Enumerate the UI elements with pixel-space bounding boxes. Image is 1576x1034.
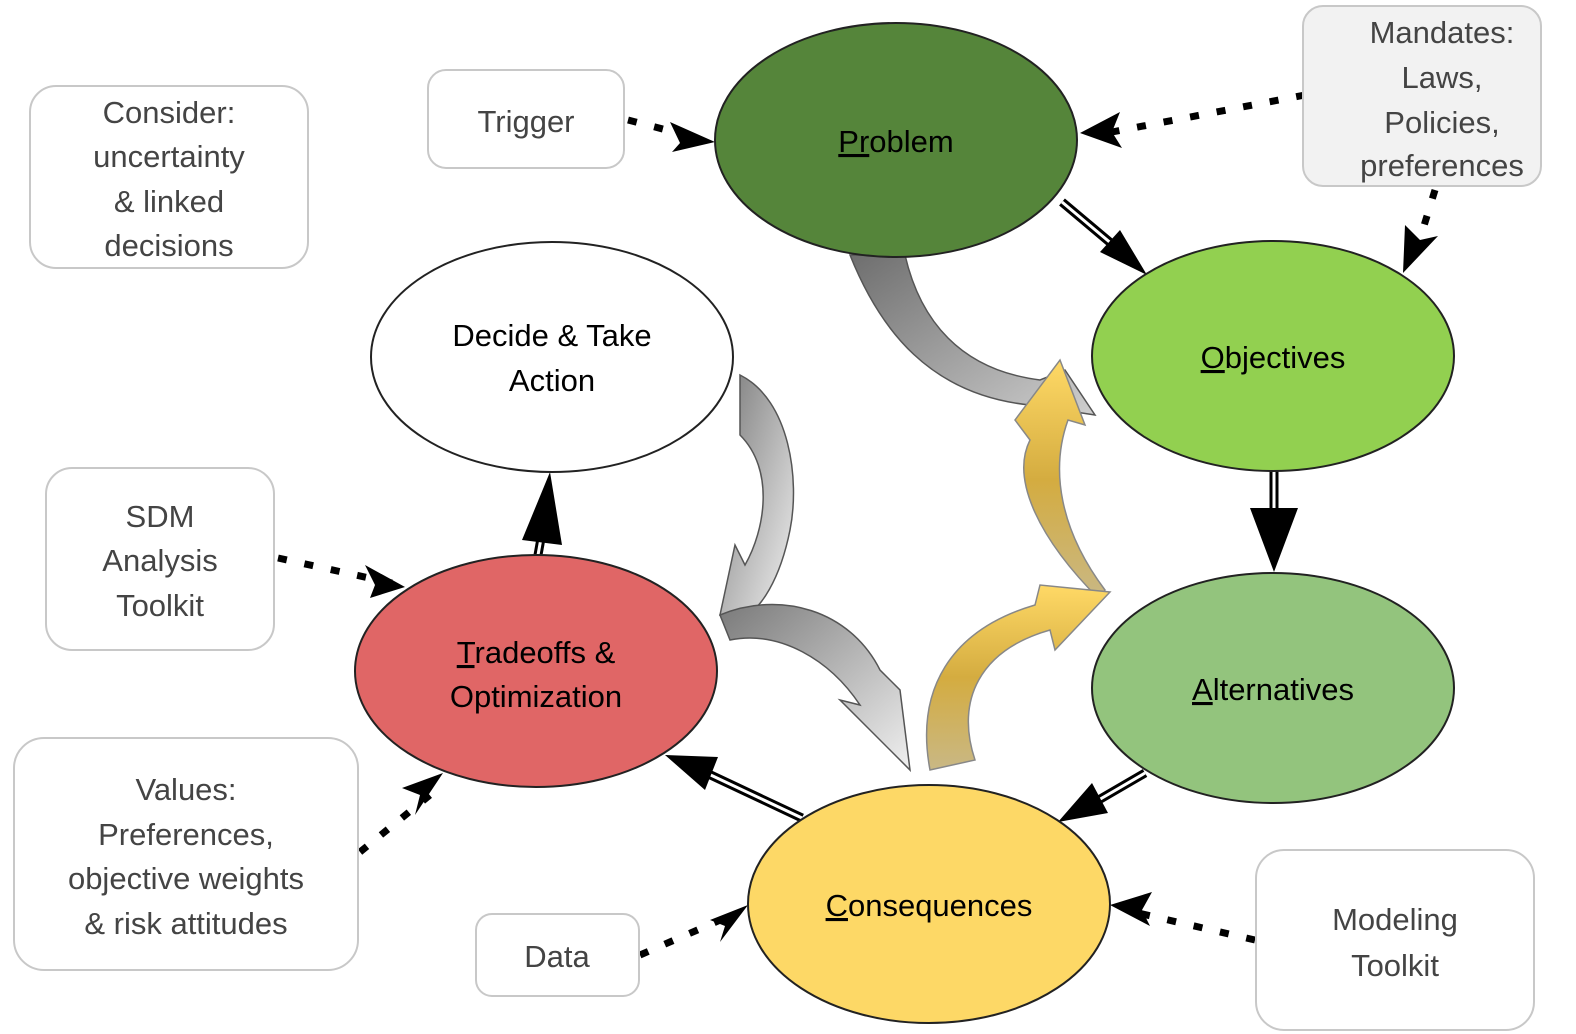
- node-problem: Problem: [714, 22, 1078, 258]
- dotted-arrow-mandates-problem: [1111, 91, 1306, 136]
- node-objectives: Objectives: [1091, 240, 1455, 472]
- box-data-line: Data: [524, 939, 590, 974]
- dotted-arrow-data: [638, 914, 727, 959]
- box-data: Data: [475, 913, 640, 997]
- node-problem-initial: Pr: [838, 124, 869, 159]
- box-consider-line: & linked: [114, 184, 224, 219]
- dotted-arrow-sdm: [277, 554, 393, 587]
- box-modeling-line: Toolkit: [1351, 948, 1439, 983]
- box-mandates-line: Laws,: [1402, 60, 1483, 95]
- box-mandates: Mandates: Laws, Policies, preferences: [1302, 5, 1542, 187]
- node-alternatives-initial: A: [1192, 672, 1213, 707]
- box-consider: Consider: uncertainty & linked decisions: [29, 85, 309, 269]
- node-problem-rest: oblem: [869, 124, 953, 159]
- center-gray-arrow-bottom: [719, 603, 912, 773]
- flow-consequences-to-tradeoffs: [665, 755, 804, 823]
- node-consequences-rest: onsequences: [848, 888, 1032, 923]
- flow-problem-to-objectives: [1059, 198, 1147, 275]
- node-tradeoffs-label: Tradeoffs &: [457, 635, 616, 670]
- box-values: Values: Preferences, objective weights &…: [13, 737, 359, 971]
- node-objectives-rest: bjectives: [1225, 340, 1346, 375]
- node-objectives-initial: O: [1201, 340, 1225, 375]
- box-values-line: Values:: [135, 772, 236, 807]
- box-values-line: & risk attitudes: [84, 906, 287, 941]
- node-consequences: Consequences: [747, 784, 1111, 1024]
- node-problem-label: Problem: [838, 124, 953, 159]
- box-modeling-line: Modeling: [1332, 902, 1458, 937]
- box-mandates-line: Policies,: [1384, 105, 1499, 140]
- box-mandates-line: Mandates:: [1370, 15, 1515, 50]
- flow-objectives-to-alternatives: [1250, 470, 1298, 572]
- center-yellow-arrow-lower: [925, 584, 1112, 771]
- box-values-line: objective weights: [68, 861, 304, 896]
- node-decide-line2: Action: [509, 363, 595, 398]
- flow-tradeoffs-to-decide: [522, 472, 562, 556]
- center-gray-arrow-top: [848, 254, 1097, 417]
- dotted-arrowheads: [365, 112, 1438, 942]
- node-tradeoffs-initial: T: [457, 635, 476, 670]
- box-sdm-line: SDM: [126, 499, 195, 534]
- node-tradeoffs-line2: Optimization: [450, 679, 622, 714]
- box-trigger: Trigger: [427, 69, 625, 169]
- box-mandates-line: preferences: [1360, 148, 1524, 183]
- box-trigger-line: Trigger: [477, 104, 574, 139]
- dotted-arrow-modeling: [1124, 906, 1256, 944]
- node-objectives-label: Objectives: [1201, 340, 1346, 375]
- center-yellow-arrow-upper: [1014, 358, 1106, 602]
- node-tradeoffs: Tradeoffs & Optimization: [354, 554, 718, 788]
- node-alternatives: Alternatives: [1091, 572, 1455, 804]
- node-decide: Decide & Take Action: [370, 241, 734, 473]
- node-alternatives-label: Alternatives: [1192, 672, 1354, 707]
- box-modeling: Modeling Toolkit: [1255, 849, 1535, 1031]
- box-sdm-line: Analysis: [102, 543, 217, 578]
- center-gray-arrow-right: [719, 373, 795, 616]
- box-values-line: Preferences,: [98, 817, 274, 852]
- node-decide-line1: Decide & Take: [452, 318, 651, 353]
- node-tradeoffs-rest: radeoffs &: [475, 635, 616, 670]
- box-consider-line: Consider:: [103, 95, 236, 130]
- node-alternatives-rest: lternatives: [1213, 672, 1354, 707]
- node-consequences-initial: C: [826, 888, 848, 923]
- flow-alternatives-to-consequences: [1058, 769, 1148, 822]
- box-consider-line: decisions: [104, 228, 233, 263]
- node-consequences-label: Consequences: [826, 888, 1033, 923]
- box-sdm-line: Toolkit: [116, 588, 204, 623]
- box-sdm: SDM Analysis Toolkit: [45, 467, 275, 651]
- box-consider-line: uncertainty: [93, 139, 245, 174]
